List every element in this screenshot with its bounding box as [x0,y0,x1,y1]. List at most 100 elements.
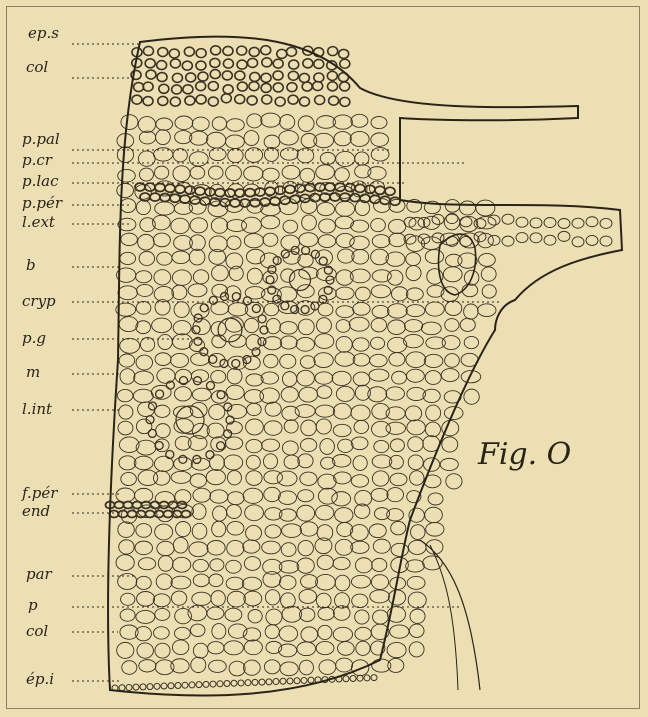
parenchyma-cell [118,286,137,300]
parenchyma-cell [371,218,386,231]
collenchyma-cell [158,48,168,57]
parenchyma-cell [332,492,351,506]
parenchyma-cell [336,658,353,672]
parenchyma-cell [244,166,263,181]
epidermis-cell [280,678,286,684]
parenchyma-cell [298,540,313,555]
parenchyma-cell [138,470,158,485]
parenchyma-cell [282,524,302,538]
lacunar-cell [155,184,165,192]
collenchyma-cell [222,71,232,80]
parenchyma-cell [139,168,153,181]
label-p-cr: p.cr [22,153,52,168]
parenchyma-cell [193,559,209,571]
lacunar-cell [160,194,170,202]
collenchyma-cell [250,72,260,81]
fiber-cell [115,502,124,509]
parenchyma-cell [404,320,422,332]
parenchyma-cell [386,387,405,400]
parenchyma-cell [171,576,191,589]
parenchyma-cell [137,643,154,658]
vascular-cell [221,292,229,300]
parenchyma-cell [157,252,172,265]
parenchyma-cell [121,593,135,605]
collenchyma-cell [223,85,233,94]
parenchyma-cell [336,287,354,299]
parenchyma-cell [193,488,211,502]
parenchyma-cell [370,354,387,367]
vascular-cell [206,382,214,390]
parenchyma-cell [282,441,298,455]
collenchyma-cell [273,59,283,68]
parenchyma-cell [278,491,296,505]
parenchyma-cell [371,133,389,147]
parenchyma-cell [351,437,368,450]
parenchyma-cell [266,609,282,625]
collenchyma-cell [340,97,350,106]
parenchyma-cell [248,609,262,622]
parenchyma-cell [445,319,459,332]
parenchyma-cell [442,336,460,350]
parenchyma-cell [391,287,407,301]
parenchyma-cell [406,288,423,301]
parenchyma-cell [369,524,386,538]
epidermis-cell [210,681,216,687]
collenchyma-cell [235,71,245,80]
parenchyma-cell [403,334,423,347]
parenchyma-cell [316,419,331,434]
collenchyma-cell [184,47,194,56]
collenchyma-cell [157,73,167,82]
parenchyma-cell [210,455,225,471]
parenchyma-cell [298,254,313,267]
parenchyma-cell [318,235,335,248]
lacunar-cell [230,199,240,207]
parenchyma-cell [172,285,187,299]
extension-cell [586,235,598,245]
parenchyma-cell [300,522,318,536]
parenchyma-cell [478,304,496,317]
parenchyma-cell [122,661,137,675]
parenchyma-cell [410,609,425,623]
vascular-cell [258,338,266,346]
parenchyma-cell [227,236,241,249]
lacunar-cell [175,185,185,193]
parenchyma-cell [335,539,353,555]
parenchyma-cell [280,322,298,335]
parenchyma-cell [155,353,171,366]
collenchyma-cell [185,96,195,105]
parenchyma-cell [298,116,314,132]
parenchyma-cell [207,607,224,619]
fiber-cell [124,502,133,509]
parenchyma-cell [355,152,369,165]
vascular-cell [149,402,157,410]
parenchyma-cell [134,456,153,470]
parenchyma-cell [283,220,298,233]
collenchyma-cell [143,46,153,55]
parenchyma-cell [193,574,209,587]
collenchyma-cell [237,82,247,91]
parenchyma-cell [212,521,226,537]
parenchyma-cell [316,165,335,180]
parenchyma-cell [386,422,406,434]
parenchyma-cell [212,624,226,639]
parenchyma-cell [282,406,299,420]
parenchyma-cell [373,610,389,624]
parenchyma-cell [138,151,155,166]
parenchyma-cell [134,371,154,385]
parenchyma-cell [445,200,459,213]
parenchyma-cell [353,456,367,471]
parenchyma-cell [263,454,277,469]
vascular-cell [179,455,187,463]
label-p: p [28,598,38,613]
parenchyma-cell [374,199,391,213]
parenchyma-cell [136,610,155,623]
parenchyma-cell [388,658,404,672]
parenchyma-cell [136,200,150,214]
parenchyma-cell [336,306,354,318]
parenchyma-cell [174,302,189,318]
vascular-cell [252,348,260,356]
parenchyma-cell [334,132,351,146]
parenchyma-cell [120,338,140,353]
parenchyma-cell [317,386,332,399]
epidermis-cell [259,679,265,685]
